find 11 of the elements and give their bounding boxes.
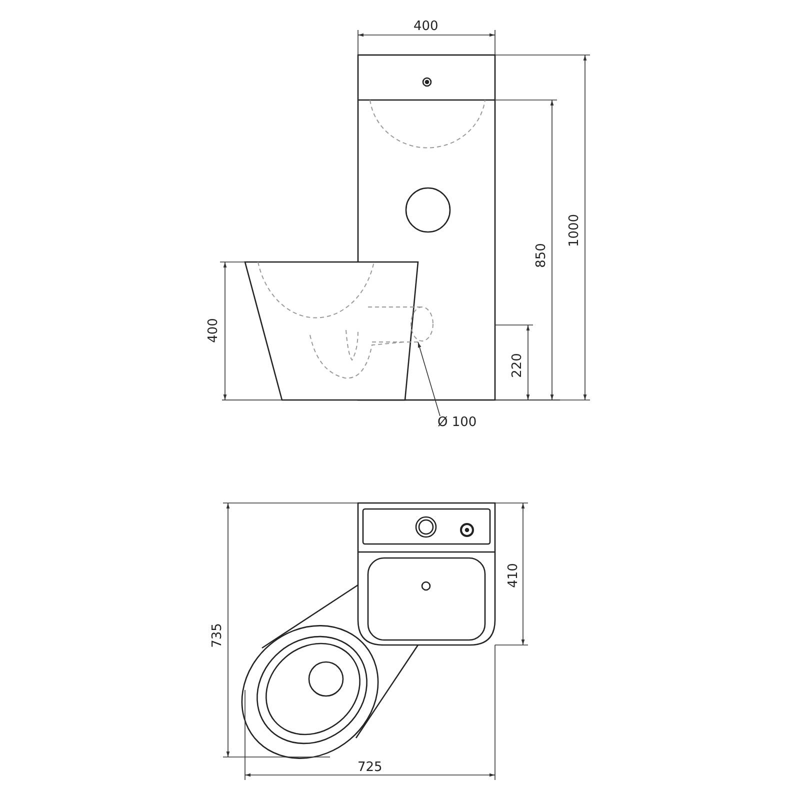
dimension-value: 220 — [510, 352, 524, 378]
leader-line — [418, 342, 440, 416]
dimension-value: 410 — [506, 562, 520, 588]
drain-pipe — [368, 306, 434, 342]
dimension-value: 400 — [414, 20, 438, 32]
dimension-value: 725 — [358, 760, 382, 774]
diameter-label: Ø 100 — [438, 416, 477, 428]
dimension-value: 1000 — [568, 213, 581, 247]
dimension-value: 735 — [210, 622, 224, 648]
dimension-value: 400 — [206, 318, 220, 342]
dimension-value: 850 — [534, 242, 548, 268]
